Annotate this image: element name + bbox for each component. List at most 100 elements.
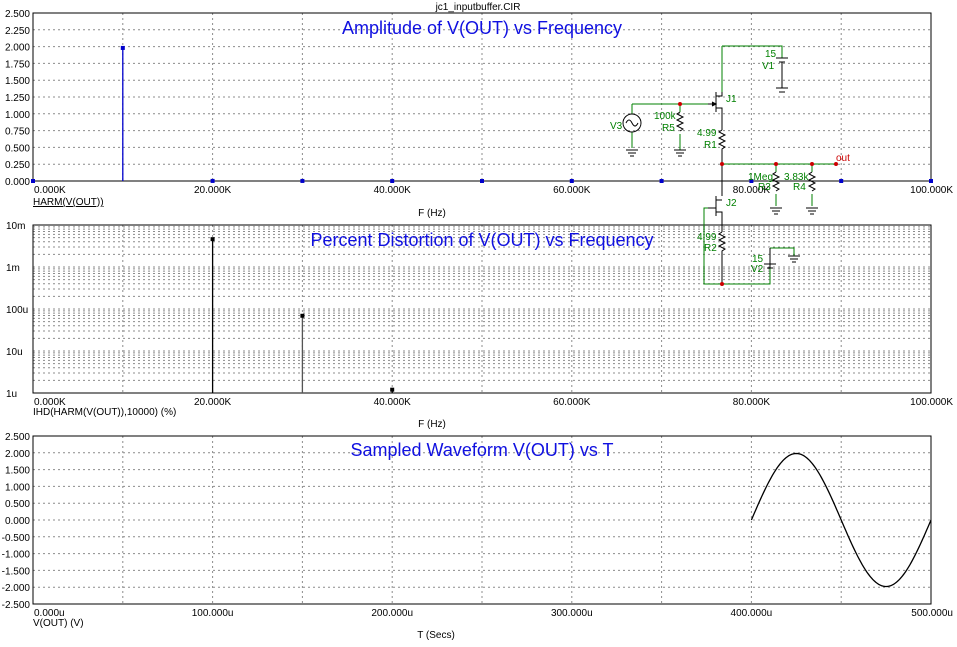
- r5-symbol: [675, 111, 685, 132]
- v3-sine: [625, 119, 639, 127]
- j2-name: J2: [726, 198, 737, 209]
- distortion-grid: [32, 224, 932, 394]
- circuit-schematic: 15 V1 J1 100k R5 V3 4.99 R1 1Meg R3 3.83…: [610, 45, 850, 286]
- v1-name: V1: [762, 61, 775, 72]
- v3-name: V3: [610, 121, 623, 132]
- node-dot-bottom: [720, 282, 724, 286]
- plot-frame: [32, 224, 932, 394]
- amplitude-point: [120, 45, 125, 50]
- ground-r4: [806, 207, 818, 215]
- r2-value: 4.99: [697, 232, 717, 243]
- x-tick-label: 0.000K: [34, 185, 66, 196]
- x-tick-label: 0.000K: [34, 397, 66, 408]
- ground-v3: [626, 149, 638, 157]
- v2-battery-symbol: [764, 248, 776, 269]
- r4-value: 3.83k: [784, 172, 809, 183]
- y-tick-label: 0.750: [5, 127, 30, 138]
- amplitude-point: [839, 178, 844, 183]
- y-tick-label: 1u: [6, 389, 17, 400]
- x-tick-label: 60.000K: [553, 397, 591, 408]
- y-tick-label: -1.500: [2, 566, 31, 577]
- y-tick-label: 2.500: [5, 432, 30, 443]
- r5-value: 100k: [654, 111, 677, 122]
- distortion-point: [210, 237, 215, 242]
- node-dot-out-left: [720, 162, 724, 166]
- r3-value: 1Meg: [748, 172, 773, 183]
- y-tick-label: 1m: [6, 263, 20, 274]
- v2-name: V2: [751, 264, 764, 275]
- node-dot-r4: [810, 162, 814, 166]
- x-tick-label: 400.000u: [731, 608, 773, 619]
- waveform-grid: [32, 435, 932, 605]
- y-tick-label: 2.250: [5, 26, 30, 37]
- x-tick-label: 100.000K: [910, 185, 953, 196]
- x-tick-label: 80.000K: [733, 397, 771, 408]
- y-tick-label: -2.500: [2, 600, 31, 611]
- amplitude-point: [480, 178, 484, 183]
- j1-symbol: [708, 92, 723, 130]
- x-tick-label: 40.000K: [374, 397, 412, 408]
- y-tick-label: 1.000: [5, 110, 30, 121]
- x-tick-label: 100.000u: [192, 608, 234, 619]
- amplitude-title: Amplitude of V(OUT) vs Frequency: [342, 18, 622, 38]
- y-tick-label: 0.000: [5, 516, 30, 527]
- r1-symbol: [717, 129, 727, 164]
- y-tick-label: 2.500: [5, 9, 30, 20]
- y-tick-label: 2.000: [5, 449, 30, 460]
- v3-source-symbol: [622, 113, 642, 133]
- y-tick-label: -0.500: [2, 533, 31, 544]
- y-tick-label: 100u: [6, 305, 28, 316]
- v2-value: 15: [752, 254, 764, 265]
- r3-name: R3: [758, 182, 771, 193]
- j1-name: J1: [726, 94, 737, 105]
- node-dot-gate: [678, 102, 682, 106]
- amplitude-point: [929, 178, 933, 183]
- distortion-y-label: IHD(HARM(V(OUT)),10000) (%): [33, 407, 176, 418]
- y-tick-label: -1.000: [2, 550, 31, 561]
- y-tick-label: -2.000: [2, 583, 31, 594]
- y-tick-label: 1.500: [5, 76, 30, 87]
- x-tick-label: 40.000K: [374, 185, 412, 196]
- y-tick-label: 0.500: [5, 143, 30, 154]
- x-tick-label: 100.000K: [910, 397, 953, 408]
- r5-name: R5: [662, 123, 675, 134]
- y-tick-label: 1.000: [5, 482, 30, 493]
- amplitude-point: [31, 179, 35, 183]
- y-tick-label: 0.000: [5, 177, 30, 188]
- amplitude-point: [749, 178, 754, 183]
- v1-wire: [721, 45, 783, 95]
- ground-v2: [788, 255, 800, 263]
- ground-r5: [674, 149, 686, 157]
- window-title: jc1_inputbuffer.CIR: [435, 2, 521, 13]
- v1-value: 15: [765, 49, 777, 60]
- x-tick-label: 300.000u: [551, 608, 593, 619]
- waveform-x-label: T (Secs): [417, 630, 455, 641]
- amplitude-point: [569, 178, 574, 183]
- v2-wire: [722, 247, 795, 285]
- ground-r3: [770, 207, 782, 215]
- waveform-title: Sampled Waveform V(OUT) vs T: [350, 440, 613, 460]
- x-tick-label: 500.000u: [911, 608, 953, 619]
- amplitude-y-ticks: 0.0000.2500.5000.7501.0001.2501.5001.750…: [5, 9, 30, 188]
- x-tick-label: 80.000K: [733, 185, 771, 196]
- distortion-point: [390, 387, 395, 392]
- j2-gate-wire: [703, 207, 722, 285]
- r3-symbol: [771, 171, 781, 192]
- v1-battery-symbol: [776, 57, 788, 93]
- y-tick-label: 0.250: [5, 160, 30, 171]
- node-dot-out: [834, 162, 838, 166]
- amplitude-bars: [31, 45, 933, 183]
- amplitude-grid: [32, 12, 932, 182]
- out-label: out: [836, 153, 850, 164]
- y-tick-label: 1.750: [5, 59, 30, 70]
- y-tick-label: 2.000: [5, 43, 30, 54]
- r4-name: R4: [793, 182, 806, 193]
- waveform-plot: -2.500-2.000-1.500-1.000-0.5000.0000.500…: [2, 432, 953, 641]
- amplitude-point: [659, 178, 664, 183]
- r4-symbol: [807, 171, 817, 192]
